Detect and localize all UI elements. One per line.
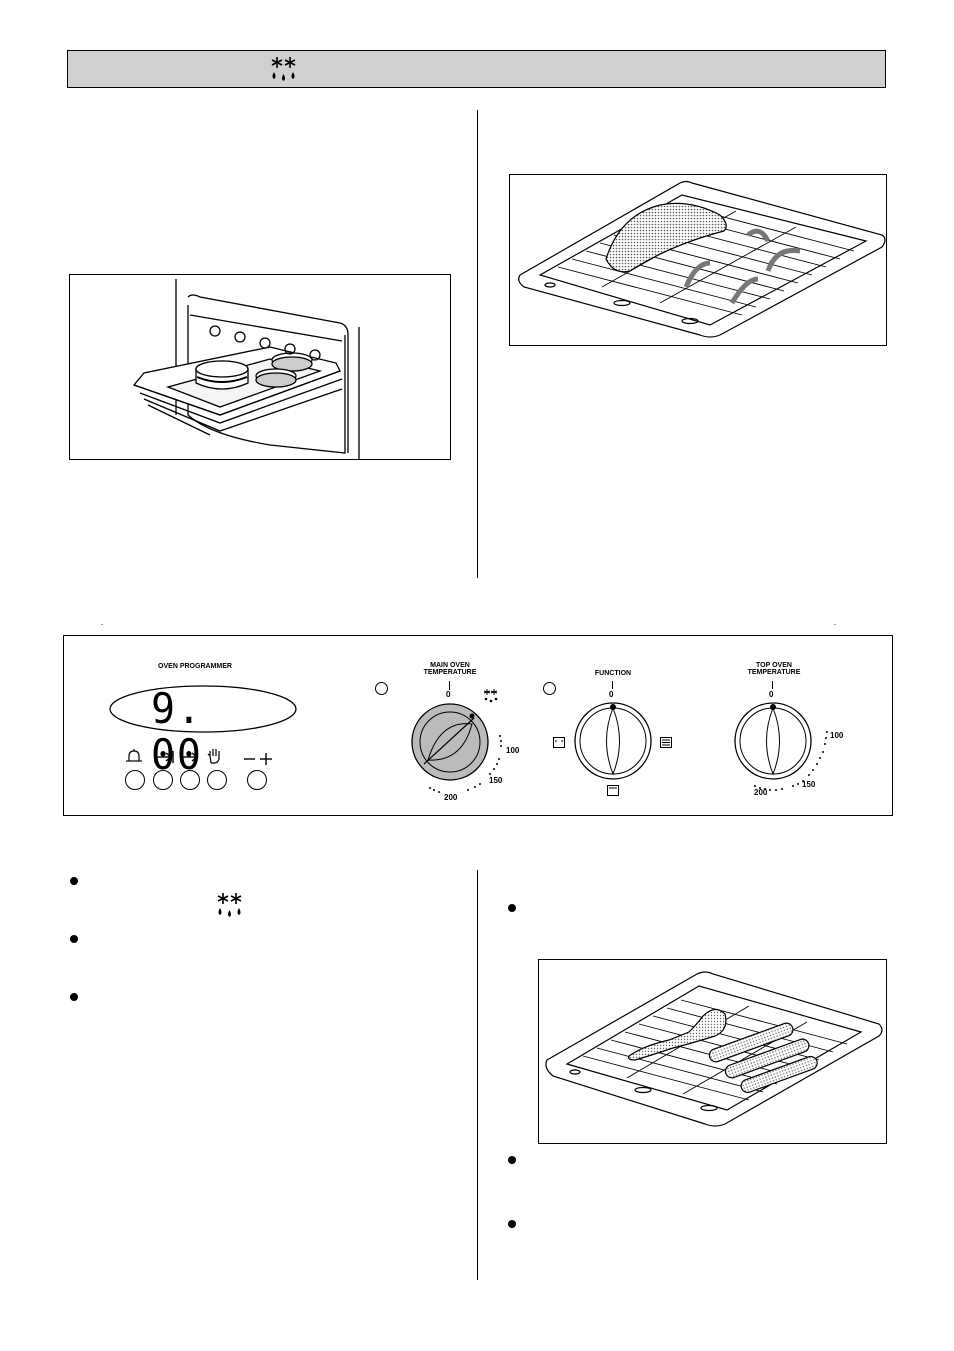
- oven-programmer-label: OVEN PROGRAMMER: [158, 663, 232, 670]
- main-oven-indicator-light: [375, 682, 388, 695]
- function-selector-knob[interactable]: [570, 698, 656, 784]
- manual-button[interactable]: [207, 770, 227, 790]
- end-time-button[interactable]: [180, 770, 200, 790]
- column-divider-top: [477, 110, 478, 578]
- top-oven-zero-mark: 0: [769, 690, 774, 699]
- bullet-point: [70, 877, 78, 885]
- section-header-bar: [67, 50, 886, 88]
- defrost-icon: [482, 688, 500, 704]
- bullet-point: [508, 1220, 516, 1228]
- corner-mark-right: [834, 624, 836, 625]
- main-oven-200-mark: 200: [444, 793, 458, 802]
- defrost-icon: [268, 55, 300, 85]
- conventional-oven-icon: [553, 737, 565, 748]
- minus-plus-button[interactable]: [247, 770, 267, 790]
- grill-element-icon: [660, 737, 672, 748]
- grill-pan-fish-illustration: [509, 174, 887, 346]
- main-oven-100-mark: 100: [506, 746, 520, 755]
- function-zero-mark: 0: [609, 690, 614, 699]
- base-heat-icon: [607, 785, 619, 796]
- programmer-display: [108, 684, 298, 734]
- top-oven-label: TOP OVEN TEMPERATURE: [747, 662, 801, 676]
- minus-plus-icon: [243, 749, 273, 765]
- function-label: FUNCTION: [594, 670, 632, 677]
- bullet-point: [508, 904, 516, 912]
- bell-icon: [124, 749, 144, 765]
- top-oven-100-mark: 100: [830, 731, 844, 740]
- main-oven-zero-mark: 0: [446, 690, 451, 699]
- main-oven-temperature-knob[interactable]: [400, 690, 520, 800]
- top-oven-temperature-knob[interactable]: [730, 698, 840, 808]
- top-oven-200-mark: 200: [754, 788, 768, 797]
- grill-pan-chop-sausages-illustration: [538, 959, 887, 1144]
- end-time-icon: [179, 749, 199, 765]
- top-oven-zero-tick: [772, 681, 773, 689]
- column-divider-bottom: [477, 870, 478, 1280]
- main-oven-zero-tick: [449, 681, 450, 690]
- corner-mark-left: [101, 624, 103, 625]
- bullet-point: [70, 993, 78, 1001]
- main-oven-150-mark: 150: [489, 776, 503, 785]
- top-oven-indicator-light: [543, 682, 556, 695]
- bullet-point: [508, 1156, 516, 1164]
- bullet-point: [70, 935, 78, 943]
- cook-time-button[interactable]: [153, 770, 173, 790]
- defrost-icon: [214, 891, 246, 921]
- top-oven-150-mark: 150: [802, 780, 816, 789]
- cook-time-icon: [153, 749, 175, 765]
- programmer-time-readout: 9. 00: [151, 684, 203, 779]
- alarm-button[interactable]: [125, 770, 145, 790]
- oven-defrost-illustration: [69, 274, 451, 460]
- manual-hand-icon: [207, 747, 223, 765]
- function-zero-tick: [612, 681, 613, 689]
- main-oven-label: MAIN OVEN TEMPERATURE: [423, 662, 477, 676]
